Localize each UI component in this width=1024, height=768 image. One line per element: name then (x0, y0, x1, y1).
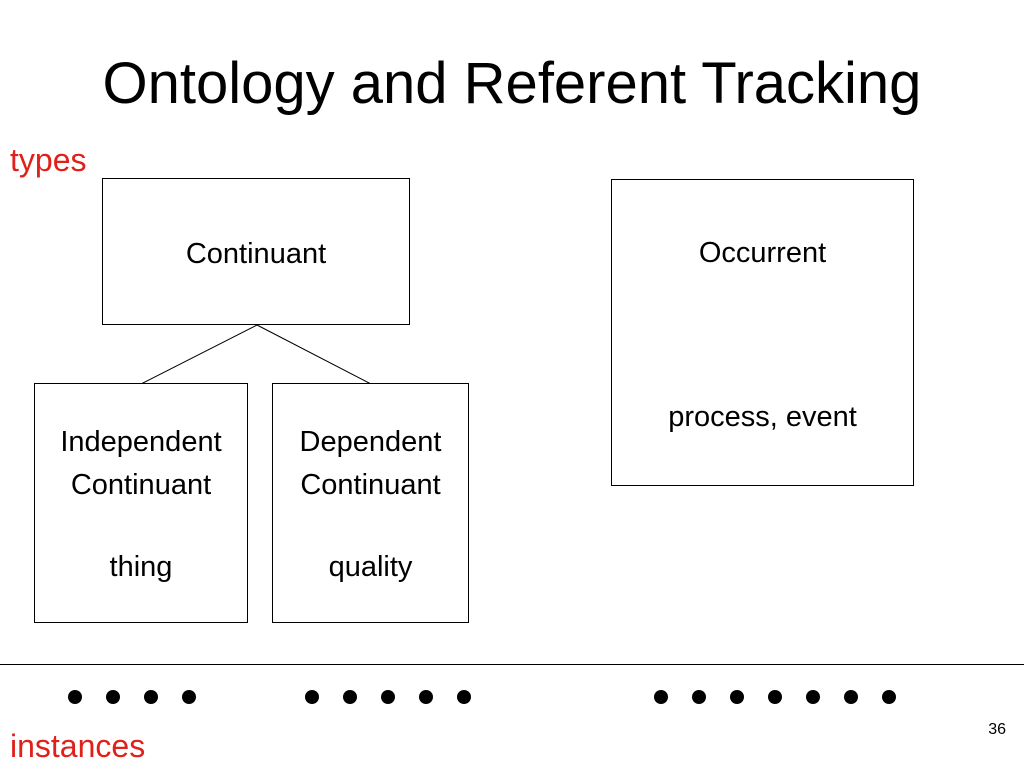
continuant-box: Continuant (102, 178, 410, 325)
independent-example: thing (109, 551, 173, 583)
instance-dot (106, 690, 120, 704)
connector-to-independent (140, 324, 258, 385)
dependent-label-line1: Dependent (299, 426, 442, 458)
instance-dot (381, 690, 395, 704)
instance-dot (457, 690, 471, 704)
instance-dot (419, 690, 433, 704)
instance-dot (305, 690, 319, 704)
instance-dot (806, 690, 820, 704)
instance-dot (68, 690, 82, 704)
dependent-example: quality (328, 551, 413, 583)
types-instances-divider (0, 664, 1024, 665)
dependent-label-line2: Continuant (300, 469, 441, 501)
instance-dot (692, 690, 706, 704)
types-label: types (10, 142, 87, 178)
instance-dot (844, 690, 858, 704)
independent-label-line1: Independent (60, 426, 222, 458)
independent-continuant-box: Independent Continuant thing (34, 383, 248, 623)
occurrent-label: Occurrent (698, 237, 827, 269)
instances-label: instances (10, 728, 146, 764)
instance-dot (654, 690, 668, 704)
instance-dot (182, 690, 196, 704)
page-number: 36 (988, 721, 1006, 738)
instance-dot (343, 690, 357, 704)
continuant-label: Continuant (185, 238, 327, 270)
instance-dot (882, 690, 896, 704)
dependent-continuant-box: Dependent Continuant quality (272, 383, 469, 623)
independent-label-line2: Continuant (70, 469, 212, 501)
instance-dot (144, 690, 158, 704)
instance-dot (768, 690, 782, 704)
slide-title: Ontology and Referent Tracking (102, 51, 922, 116)
connector-to-dependent (256, 324, 372, 385)
occurrent-box: Occurrent process, event (611, 179, 914, 486)
occurrent-example: process, event (668, 401, 857, 433)
instance-dot (730, 690, 744, 704)
